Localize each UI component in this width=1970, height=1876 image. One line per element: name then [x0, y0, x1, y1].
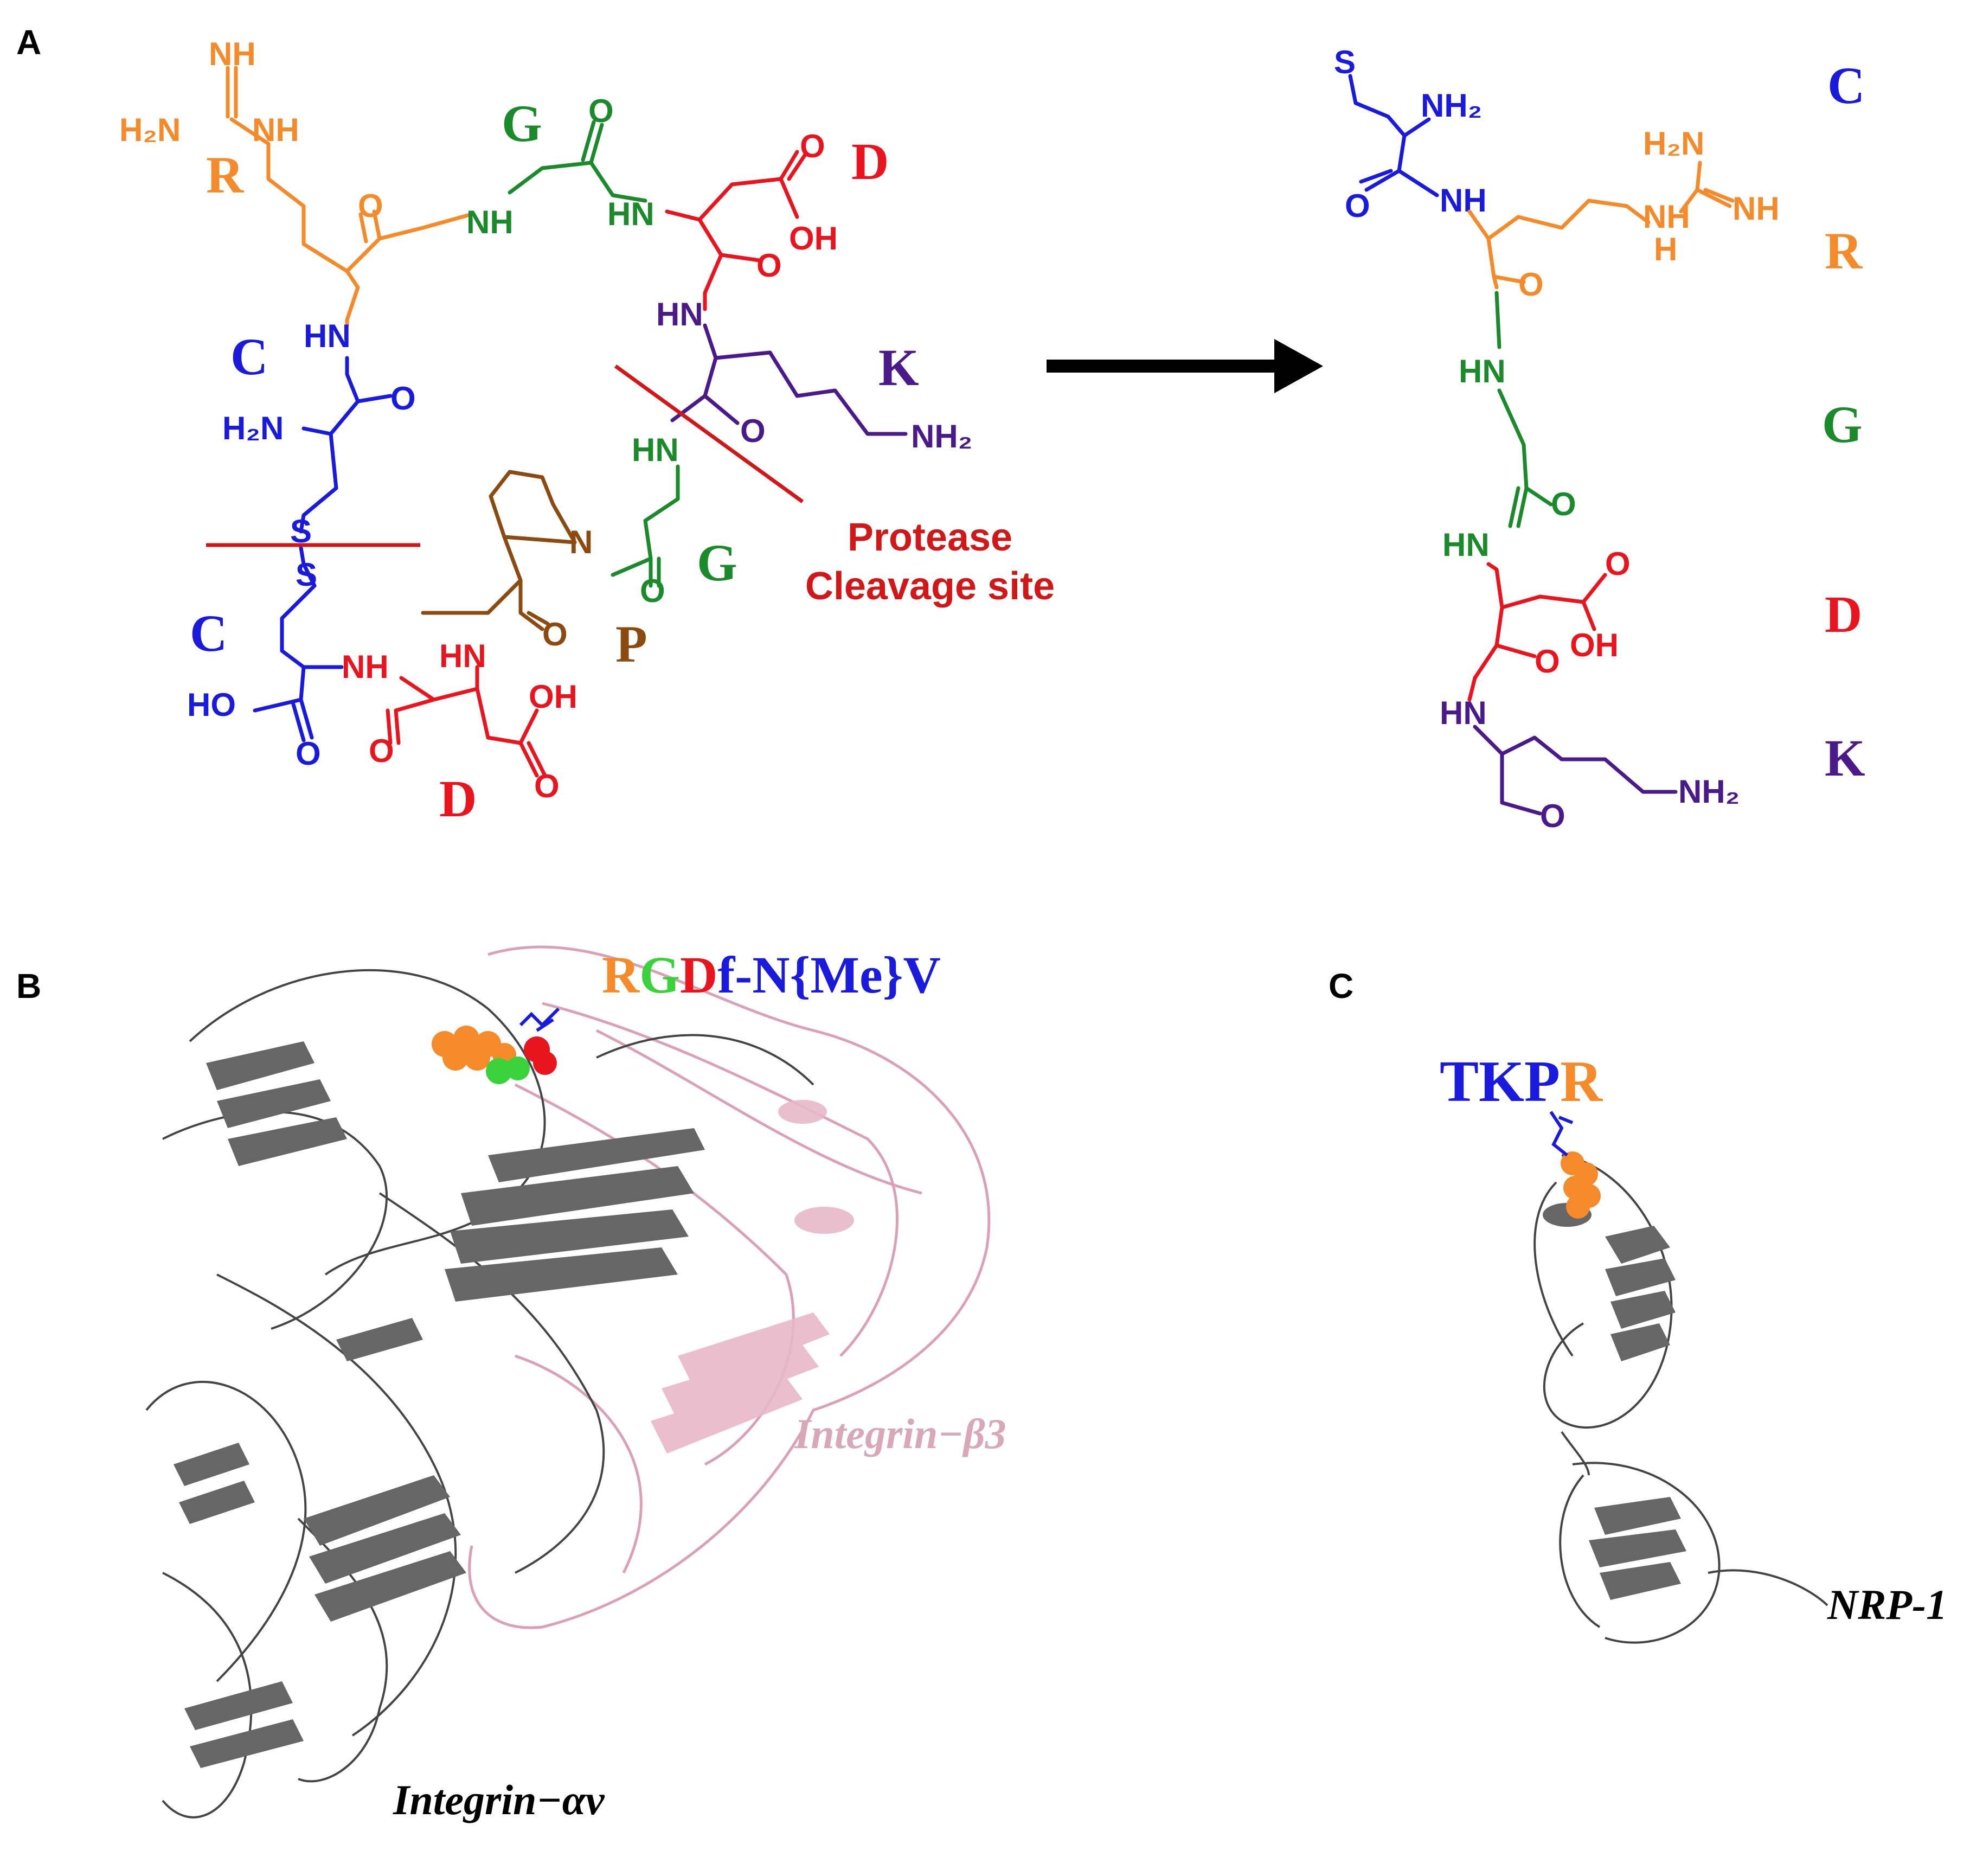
cleavage-label-line2: Cleavage site: [805, 565, 1055, 608]
atom-o-asp2: O: [756, 247, 782, 284]
atom-nh-gly: NH: [466, 204, 514, 240]
atom-nh1-right: NH: [1440, 182, 1487, 219]
atom-o-asp2c: O: [534, 768, 560, 804]
atom-hn-lys: HN: [656, 296, 703, 332]
cleavage-label-line1: Protease: [848, 516, 1012, 559]
atom-o-cys2: O: [296, 735, 321, 772]
integrin-alpha-label: Integrin−αv: [393, 1776, 605, 1823]
residue-d1: D: [851, 132, 889, 190]
atom-nh2-arg-right: NH: [1643, 199, 1690, 235]
atom-o-gly2: O: [640, 573, 665, 609]
cys-bonds-right: [1348, 74, 1439, 197]
cyclic-peptide-structure: NH H₂N NH O R NH O G HN O OH O D HN O NH…: [119, 36, 1055, 828]
integrin-ligand-label: RGDf-N{Me}V: [602, 946, 941, 1004]
atom-nh-arg-right: NH: [1732, 190, 1780, 227]
arg-bonds-right: [1467, 161, 1735, 290]
atom-hn-gly2: HN: [632, 432, 679, 468]
cysteine1-bonds: [299, 356, 393, 534]
aspartate-bonds: [665, 150, 807, 311]
atom-o-arg: O: [358, 188, 383, 224]
atom-s2: S: [296, 556, 317, 593]
residue-c2: C: [190, 604, 227, 662]
glycine2-bonds: [611, 464, 680, 588]
gly-bonds-right: [1494, 291, 1553, 528]
atom-o2-right: O: [1518, 266, 1544, 303]
residue-p: P: [615, 615, 647, 673]
atom-h2n-arg: H₂N: [119, 112, 181, 148]
atom-o3-right: O: [1551, 486, 1576, 522]
atom-hn-gly-right: HN: [1459, 353, 1506, 389]
nrp1-loops: [1533, 1154, 1828, 1644]
residue-g2: G: [697, 534, 737, 592]
atom-hn-asp2: HN: [439, 638, 486, 674]
proline-bonds: [421, 470, 577, 631]
atom-hn-asp-right: HN: [1442, 527, 1490, 563]
atom-o-lys: O: [740, 413, 766, 449]
cleavage-line-protease: [614, 364, 804, 503]
atom-nh-arg: NH: [252, 112, 299, 148]
atom-nh-cys2: NH: [342, 649, 389, 685]
nrp1-structure: TKPR NRP-1: [1440, 1049, 1947, 1644]
atom-o-gly: O: [588, 93, 614, 129]
cysteine2-bonds: [253, 546, 344, 742]
panel-label-b: B: [16, 966, 41, 1006]
atom-o-cys1: O: [390, 380, 416, 417]
atom-nh2-lys: NH₂: [911, 418, 972, 454]
lysine-bonds: [670, 323, 908, 436]
right-residue-g: G: [1822, 395, 1863, 453]
atom-o-asp1: O: [800, 128, 825, 164]
nrp1-sheets: [1543, 1203, 1686, 1600]
aspartate2-bonds: [386, 665, 547, 778]
panel-label-c: C: [1329, 966, 1353, 1006]
atom-nh2-lys-right: NH₂: [1678, 773, 1740, 810]
atom-n-pro: N: [569, 524, 593, 560]
nrp1-protein-label: NRP-1: [1827, 1581, 1947, 1628]
integrin-beta3-chain: [468, 945, 991, 1629]
atom-hn-lys-right: HN: [1440, 695, 1487, 731]
atom-o-end-right: O: [1540, 798, 1565, 834]
linear-peptide-structure: S NH₂ O NH H₂N NH NH H O HN O HN O OH O …: [1334, 44, 1865, 834]
integrin-structure: RGDf-N{Me}V Integrin−β3 Integrin−αv: [145, 945, 1006, 1823]
atom-h2n-arg-right: H₂N: [1643, 125, 1704, 162]
atom-h2n-cys1: H₂N: [222, 410, 284, 446]
atom-o-asp-right: O: [1605, 546, 1631, 582]
right-residue-d: D: [1825, 585, 1862, 643]
integrin-beta3-label: Integrin−β3: [794, 1410, 1006, 1457]
atom-hn-cys1: HN: [304, 318, 351, 354]
atom-o-pro: O: [542, 616, 568, 652]
reaction-arrow: [1047, 339, 1323, 393]
atom-s-right: S: [1334, 44, 1356, 80]
right-residue-c: C: [1827, 56, 1865, 114]
glycine-bonds: [508, 120, 647, 203]
right-residue-r: R: [1825, 222, 1863, 280]
asp-bonds-right: [1467, 562, 1607, 702]
integrin-alpha-chain-sheets: [174, 1041, 705, 1768]
right-residue-k: K: [1825, 729, 1865, 787]
residue-g1: G: [502, 94, 542, 152]
atom-oh-asp2: OH: [529, 678, 577, 715]
residue-r: R: [206, 146, 245, 204]
atom-o4-right: O: [1535, 643, 1560, 680]
residue-k: K: [878, 338, 919, 396]
atom-o1-right: O: [1345, 188, 1370, 224]
rgd-ligand-spheres: [432, 1007, 560, 1084]
atom-hn-asp: HN: [607, 196, 654, 232]
atom-h-arg-right: H: [1654, 231, 1677, 267]
atom-oh-asp1: OH: [789, 220, 838, 257]
atom-oh-asp-right: OH: [1570, 627, 1619, 663]
atom-nh-top: NH: [209, 36, 256, 72]
atom-nh2-right-top: NH₂: [1421, 87, 1482, 124]
residue-d2: D: [439, 770, 477, 828]
atom-o-asp2b: O: [369, 733, 394, 769]
nrp1-ligand-label: TKPR: [1440, 1049, 1603, 1114]
panel-label-a: A: [16, 23, 41, 62]
atom-ho-cys2: HO: [187, 687, 236, 723]
residue-c1: C: [230, 328, 268, 386]
lys-bonds-right: [1473, 725, 1678, 816]
arginine-bonds: [226, 66, 474, 328]
tkpr-ligand-spheres: [1549, 1111, 1601, 1219]
integrin-beta3-sheets: [651, 1100, 854, 1454]
